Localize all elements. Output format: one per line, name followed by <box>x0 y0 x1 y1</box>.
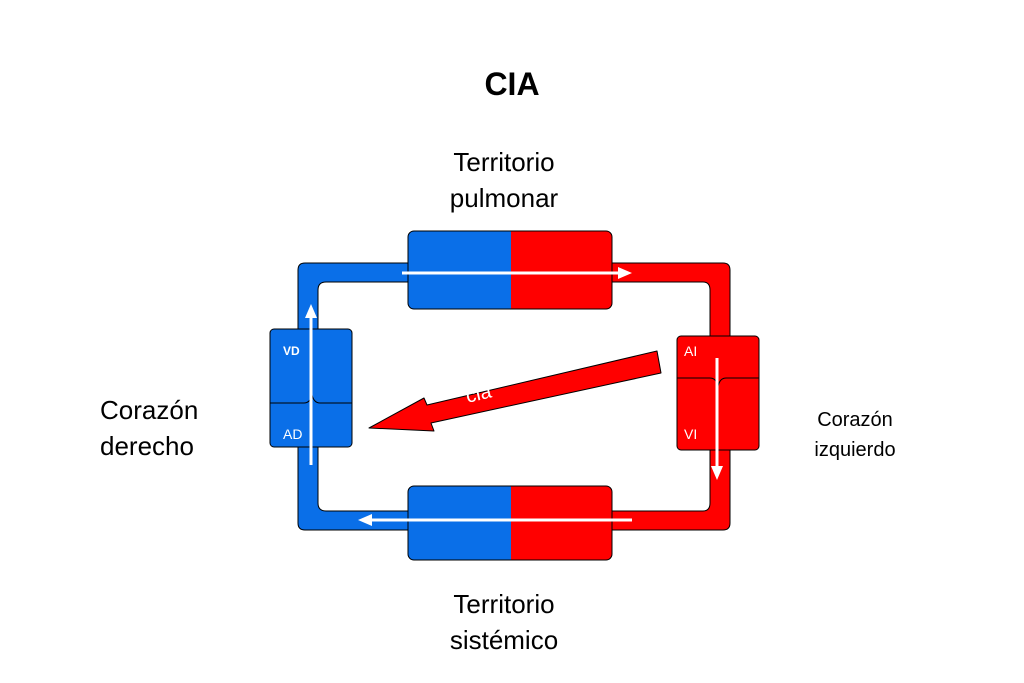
pulmonary-capillary-bed <box>407 230 613 310</box>
chamber-label-ai: AI <box>684 343 697 359</box>
flow-arrow-pulmonary <box>402 267 632 279</box>
right-heart-label-line1: Corazón <box>100 395 199 425</box>
pulmonary-territory-label: Territorio pulmonar <box>404 144 604 216</box>
right-heart-label-line2: derecho <box>100 431 194 461</box>
pulmonary-label-line2: pulmonar <box>449 183 559 213</box>
chamber-label-vi: VI <box>684 426 697 442</box>
flow-arrow-systemic <box>358 514 632 526</box>
left-heart-label-line1: Corazón <box>817 409 893 431</box>
chamber-label-ad: AD <box>283 426 302 442</box>
systemic-capillary-bed <box>407 485 613 561</box>
diagram-title: CIA <box>484 66 540 102</box>
chamber-label-vd: VD <box>283 344 300 358</box>
flow-arrow-left-heart <box>711 358 723 480</box>
right-heart-label: Corazón derecho <box>100 392 240 464</box>
left-heart-label-line2: izquierdo <box>814 439 896 461</box>
pulmonary-label-line1: Territorio <box>453 147 555 177</box>
left-heart-label: Corazón izquierdo <box>790 405 920 465</box>
systemic-label-line1: Territorio <box>453 589 555 619</box>
flow-arrow-right-heart <box>305 304 317 465</box>
systemic-territory-label: Territorio sistémico <box>404 586 604 658</box>
systemic-label-line2: sistémico <box>449 625 559 655</box>
shunt-arrow <box>368 350 662 432</box>
